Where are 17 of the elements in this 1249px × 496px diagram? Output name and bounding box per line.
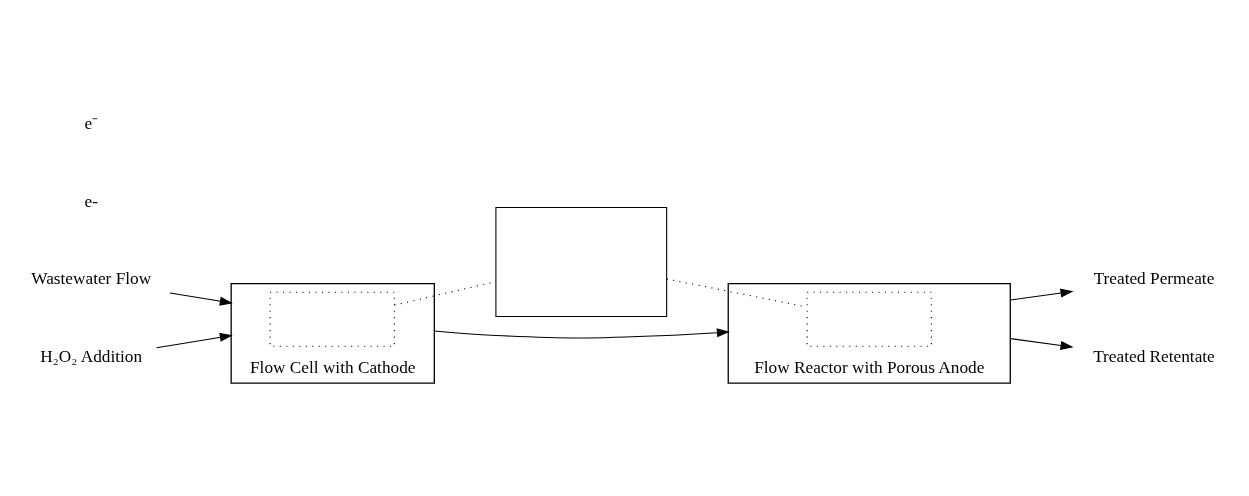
node-box xyxy=(269,291,395,347)
label: e- xyxy=(84,191,98,211)
arrow xyxy=(433,327,730,339)
arrow xyxy=(169,291,233,306)
node-text: Treated Retentate xyxy=(1093,346,1215,366)
connector xyxy=(394,280,497,306)
arrow xyxy=(1009,337,1074,350)
node-text: Treated Permeate xyxy=(1093,268,1215,288)
node-text: Wastewater Flow xyxy=(31,268,152,288)
cluster: Flow Reactor with Porous Anode xyxy=(727,282,1011,384)
arrow xyxy=(156,332,233,348)
node-box xyxy=(495,206,668,317)
node-text: H₂O₂ Addition xyxy=(40,346,143,366)
cluster: Flow Cell with Cathode xyxy=(230,282,435,384)
arrow xyxy=(1009,288,1074,301)
label: e⁻ xyxy=(84,113,99,133)
node-box xyxy=(806,291,932,347)
